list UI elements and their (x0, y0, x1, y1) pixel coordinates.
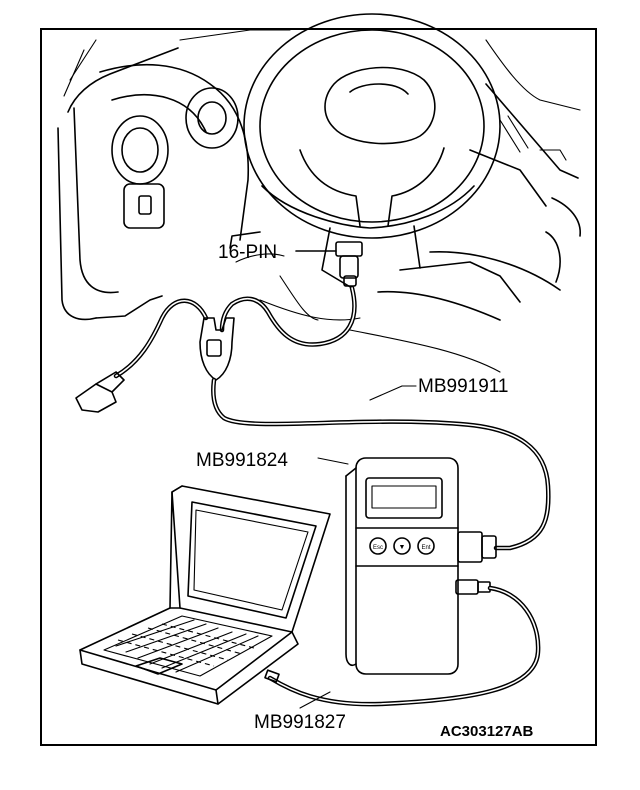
vci-button-label: ▼ (399, 544, 406, 551)
figure-code: AC303127AB (440, 723, 534, 740)
laptop (79, 485, 331, 705)
label-harness: MB991911 (418, 376, 509, 397)
vci-button-label: Ent (421, 545, 430, 551)
diagram-frame (40, 28, 597, 746)
vci-down-button (393, 537, 411, 555)
label-usb-cable: MB991827 (254, 712, 346, 733)
data-link-connector (295, 241, 363, 287)
vci-enter-button (417, 537, 435, 555)
label-vci: MB991824 (196, 450, 288, 471)
vci-unit: Esc ▼ Ent (345, 457, 497, 675)
harness-cable (75, 285, 551, 551)
leader-lines (299, 385, 417, 709)
vci-display (365, 477, 443, 519)
dashboard-drawing (57, 13, 581, 373)
vci-button-label: Esc (373, 545, 383, 551)
vci-esc-button (369, 537, 387, 555)
usb-cable (267, 585, 541, 707)
label-16-pin: 16-PIN (218, 242, 277, 263)
